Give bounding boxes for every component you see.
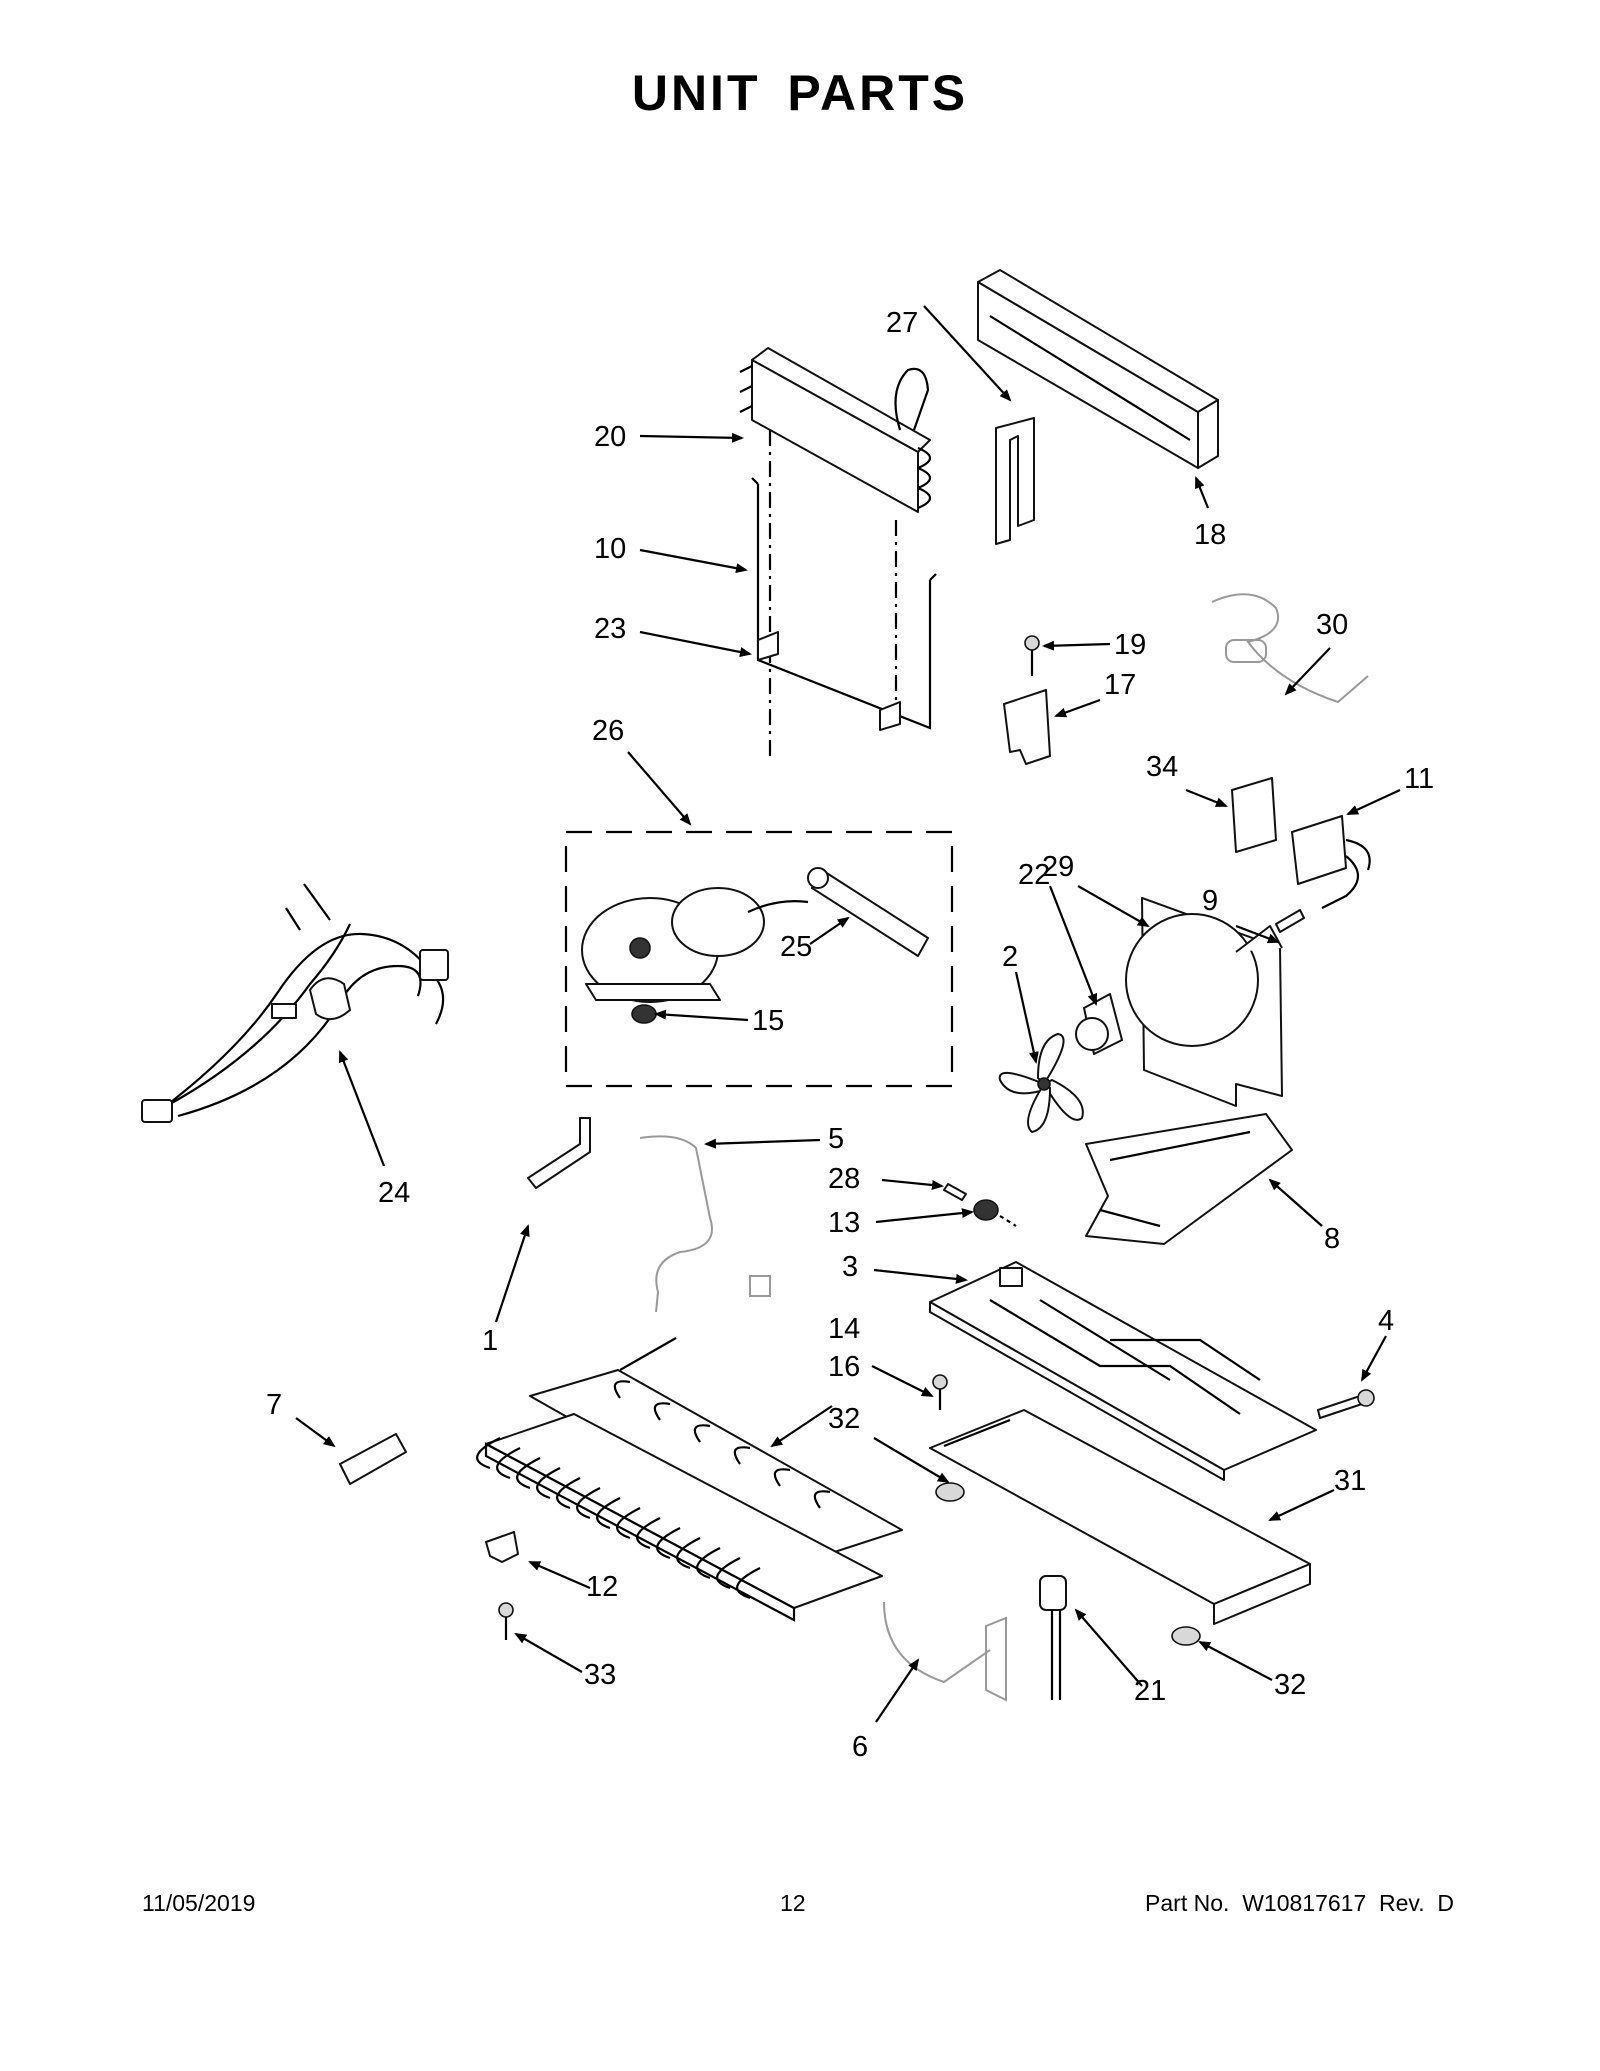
callout-label: 28 <box>828 1163 860 1195</box>
part-7-sleeve <box>339 1433 407 1485</box>
callout-label: 10 <box>594 533 626 565</box>
part-15-grommet <box>631 1004 657 1024</box>
callout-labels: 27 20 18 10 19 30 23 17 26 34 11 29 9 22… <box>266 307 1434 1763</box>
footer-part-number: Part No. W10817617 Rev. D <box>1145 1890 1454 1916</box>
callout-label: 23 <box>594 613 626 645</box>
part-1-tube <box>527 1117 591 1189</box>
part-27-bracket <box>995 417 1035 545</box>
callout-label: 2 <box>1002 941 1018 973</box>
part-13-grommet <box>973 1199 1017 1227</box>
callout-label: 5 <box>828 1123 844 1155</box>
callout-label: 12 <box>586 1571 618 1603</box>
part-21-valve <box>1039 1575 1067 1700</box>
callout-label: 21 <box>1134 1675 1166 1707</box>
callout-label: 31 <box>1334 1465 1366 1497</box>
part-18-cover <box>977 269 1219 469</box>
part-31-panel <box>929 1409 1311 1625</box>
callout-label: 26 <box>592 715 624 747</box>
callout-label: 22 <box>1018 859 1050 891</box>
part-9-pin <box>1275 909 1305 933</box>
callout-label: 11 <box>1404 763 1434 795</box>
part-10-23-defrost-heater <box>751 477 937 731</box>
callout-label: 24 <box>378 1177 410 1209</box>
callout-label: 6 <box>852 1731 868 1763</box>
callout-label: 33 <box>584 1659 616 1691</box>
leader-arrows <box>295 305 1401 1723</box>
part-30-tubing <box>1211 593 1369 704</box>
callout-label: 7 <box>266 1389 282 1421</box>
callout-label: 32 <box>828 1403 860 1435</box>
part-16-condenser <box>476 1337 903 1622</box>
callout-label: 30 <box>1316 609 1348 641</box>
part-22-motor <box>1075 993 1123 1055</box>
part-5-drain-tube <box>639 1135 771 1313</box>
part-28-clip <box>943 1183 967 1201</box>
part-8-drain-pan <box>1085 1113 1293 1245</box>
part-4-screw <box>1317 1389 1375 1419</box>
callout-label: 27 <box>886 307 918 339</box>
part-2-fan-blade <box>998 1033 1084 1133</box>
footer-page-number: 12 <box>780 1890 806 1916</box>
part-32-foot <box>935 1482 965 1502</box>
callout-label: 15 <box>752 1005 784 1037</box>
callout-label: 4 <box>1378 1305 1394 1337</box>
footer-date: 11/05/2019 <box>142 1890 256 1916</box>
part-20-evaporator <box>739 347 932 513</box>
part-34-bracket <box>1231 777 1277 853</box>
callout-label: 16 <box>828 1351 860 1383</box>
callout-label: 9 <box>1202 885 1218 917</box>
part-12-clip <box>485 1531 519 1563</box>
part-32-foot <box>1171 1626 1201 1646</box>
callout-label: 3 <box>842 1251 858 1283</box>
callout-label: 29 <box>1042 851 1074 883</box>
page-title: UNIT PARTS <box>631 65 969 121</box>
callout-label: 20 <box>594 421 626 453</box>
part-11-relay <box>1291 815 1347 885</box>
callout-label: 1 <box>482 1325 498 1357</box>
callout-label: 32 <box>1274 1669 1306 1701</box>
part-3-base-plate <box>929 1261 1317 1481</box>
part-25-drier <box>807 867 929 957</box>
part-33-screw <box>498 1602 514 1640</box>
part-24-harness <box>141 883 449 1123</box>
callout-label: 13 <box>828 1207 860 1239</box>
part-6-tube <box>883 1601 1007 1702</box>
callout-label: 19 <box>1114 629 1146 661</box>
callout-label: 25 <box>780 931 812 963</box>
callout-label: 17 <box>1104 669 1136 701</box>
callout-label: 8 <box>1324 1223 1340 1255</box>
part-19-screw <box>1024 635 1040 676</box>
callout-label: 18 <box>1194 519 1226 551</box>
part-29-shroud <box>1125 897 1283 1107</box>
part-26-compressor <box>581 887 809 1003</box>
part-14-screw <box>932 1374 948 1410</box>
callout-label: 34 <box>1146 751 1178 783</box>
part-17-clip <box>1003 689 1051 765</box>
callout-label: 14 <box>828 1313 860 1345</box>
